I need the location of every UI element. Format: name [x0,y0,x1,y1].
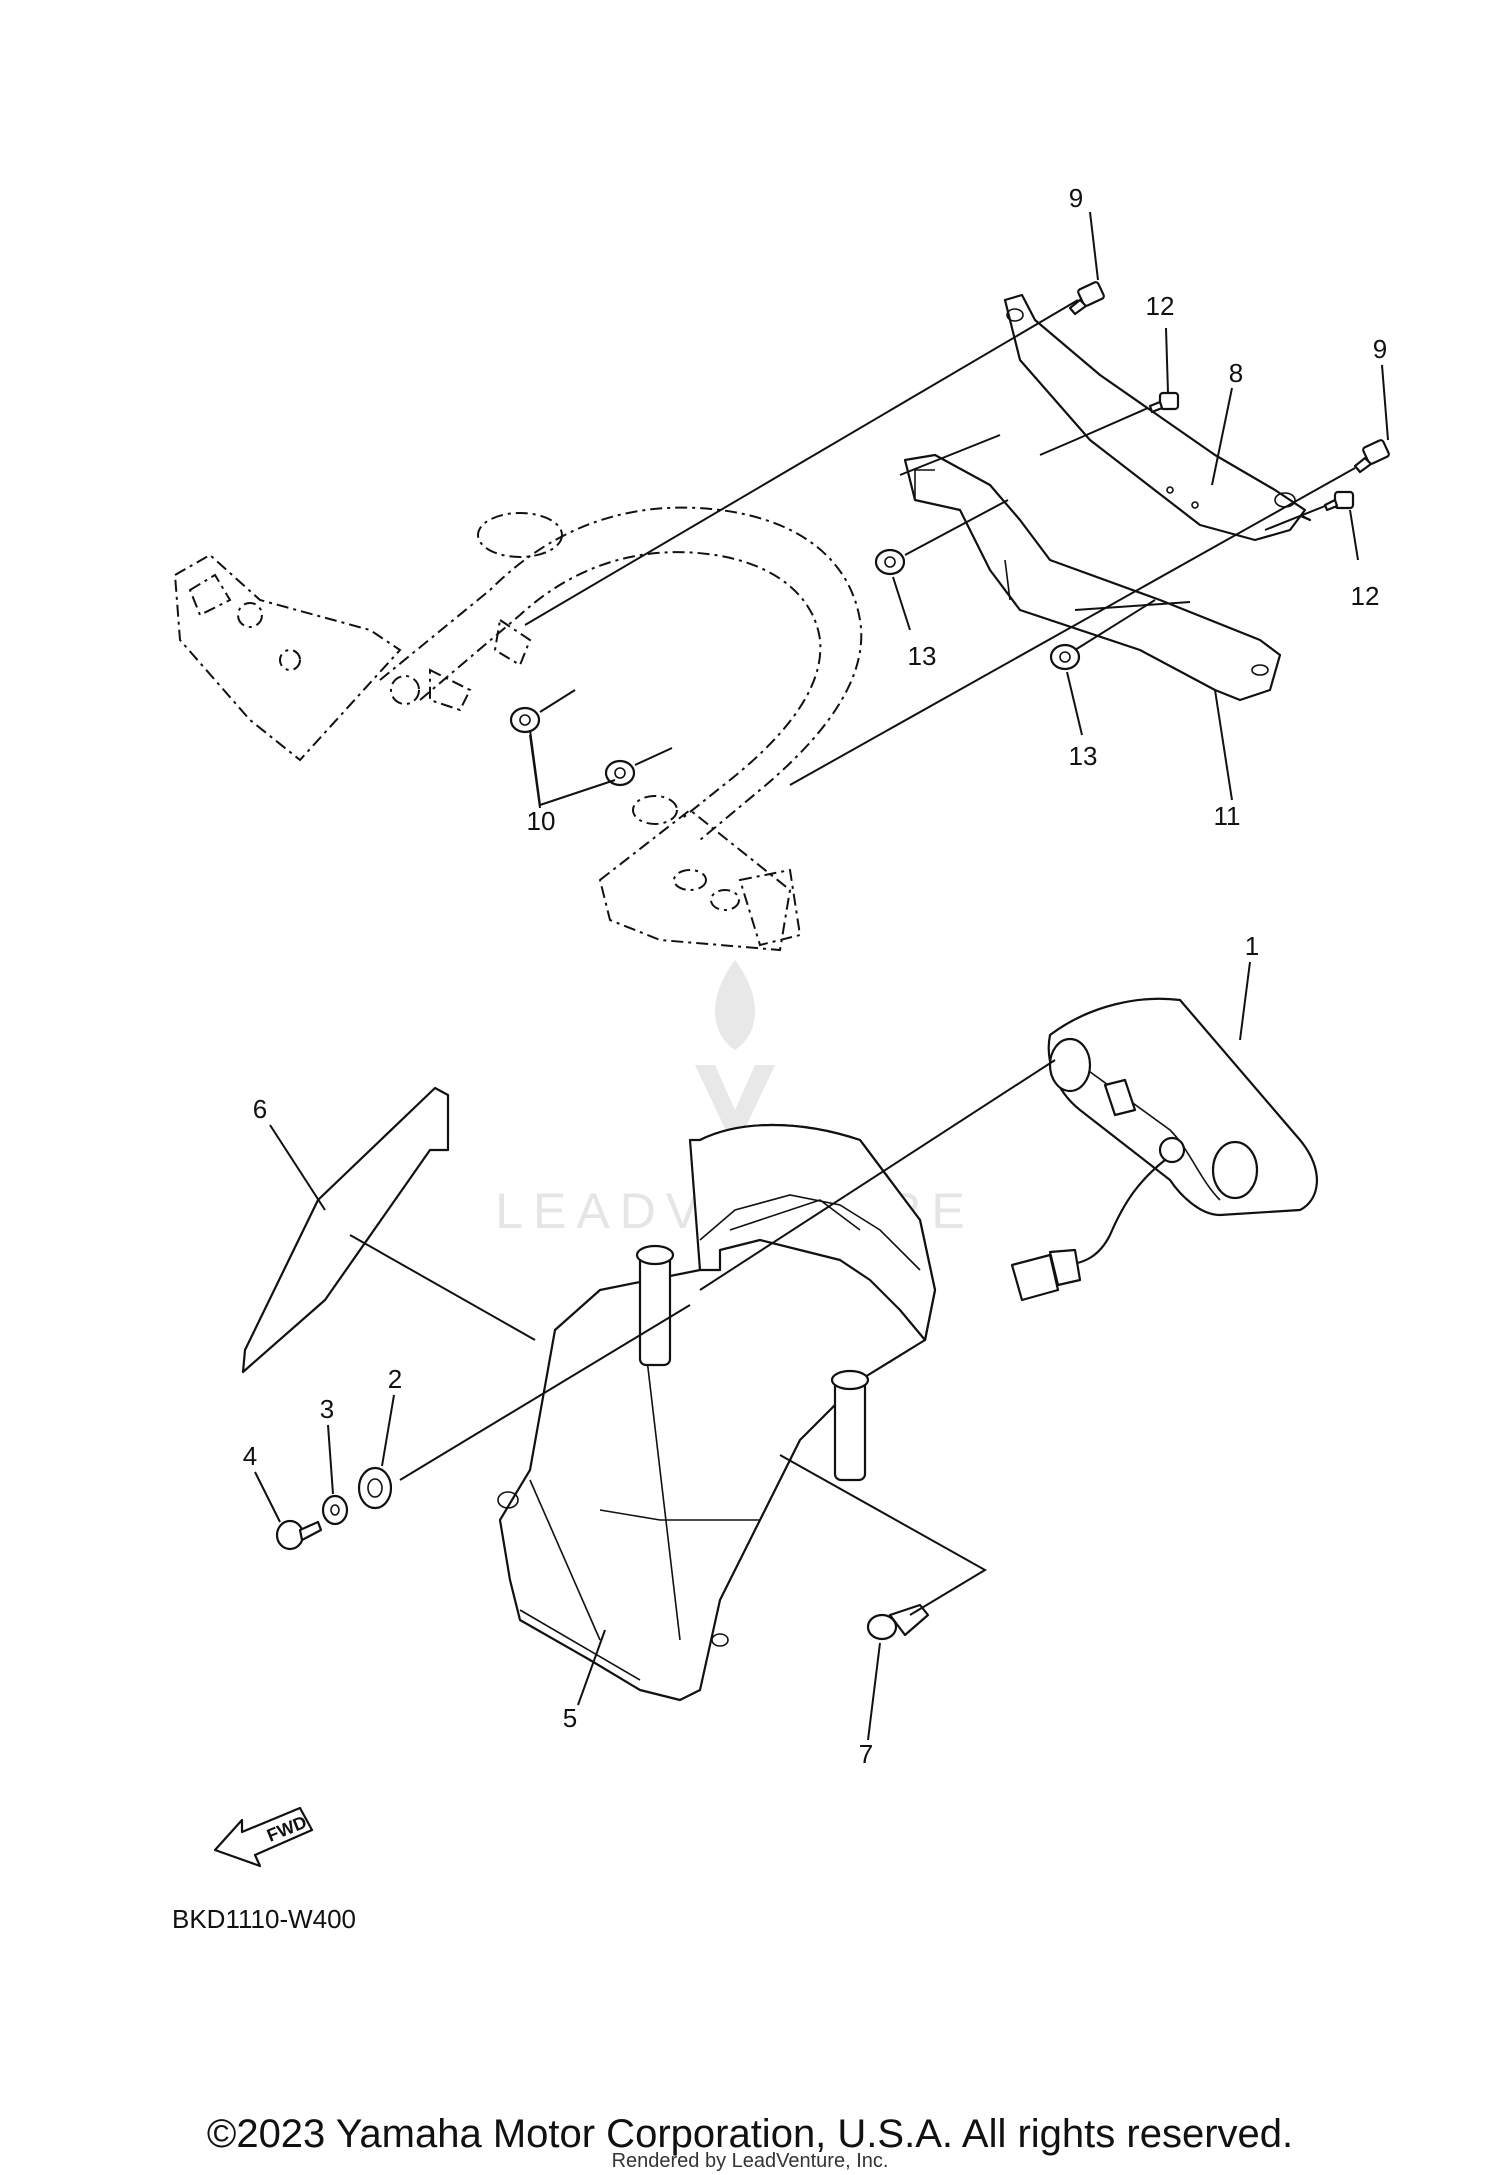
part-3-washer [321,1494,349,1526]
bolt-9-top [1068,281,1105,316]
callout-13-left: 13 [908,641,937,671]
copyright-notice: ©2023 Yamaha Motor Corporation, U.S.A. A… [206,2112,1294,2156]
callout-10: 10 [527,806,556,836]
leader-lines-upper [524,211,1389,809]
callout-2: 2 [388,1364,402,1394]
bolt-9-right [1353,439,1390,474]
callout-6: 6 [253,1094,267,1124]
callout-7: 7 [859,1739,873,1769]
callout-11: 11 [1214,801,1241,831]
nut-13-left [874,548,906,576]
callout-12-top: 12 [1146,291,1175,321]
callout-labels: 1 2 3 4 5 6 7 8 9 9 10 11 12 12 13 13 [243,183,1387,1769]
callout-4: 4 [243,1441,257,1471]
part-7-clip [866,1603,930,1641]
bolt-12-right [1323,490,1355,512]
fwd-arrow-icon: FWD [213,1806,314,1868]
callout-3: 3 [320,1394,334,1424]
callout-12-right: 12 [1351,581,1380,611]
bolt-12-top [1148,391,1180,414]
nut-10-upper [509,706,541,734]
callout-5: 5 [563,1703,577,1733]
rendered-by-note: Rendered by LeadVenture, Inc. [611,2150,889,2172]
part-6-plate [241,1086,450,1374]
part-5-fender [497,1123,937,1702]
callout-9-right: 9 [1373,334,1387,364]
nut-10-lower [604,759,636,787]
leader-lines-lower [254,961,1251,1741]
part-1-tail-light [1010,997,1318,1302]
part-4-screw [275,1519,323,1551]
rear-frame-phantom [173,506,863,952]
callout-8: 8 [1229,358,1243,388]
nut-13-right [1049,643,1081,671]
part-2-grommet [357,1466,393,1510]
callout-1: 1 [1245,931,1259,961]
callout-13-right: 13 [1069,741,1098,771]
drawing-code: BKD1110-W400 [172,1904,356,1934]
part-11-bracket [903,453,1282,702]
part-8-bracket [1003,293,1312,542]
callout-9-top: 9 [1069,183,1083,213]
